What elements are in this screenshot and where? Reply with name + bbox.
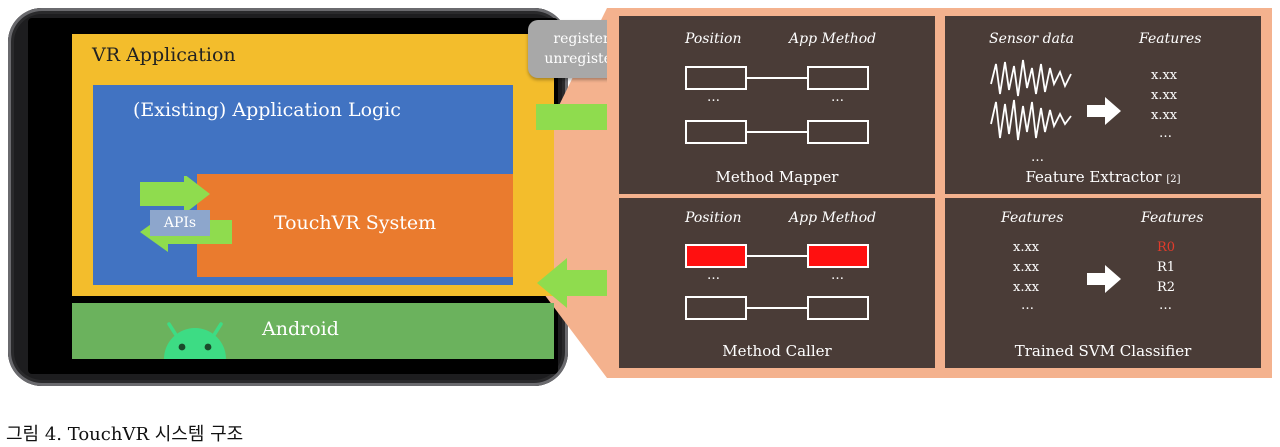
svm-input-features-header: Features — [1001, 210, 1064, 226]
android-label: Android — [262, 318, 339, 340]
position-slot — [685, 120, 747, 144]
feature-extractor-caption: Feature Extractor [2] — [945, 168, 1261, 186]
svm-input-value: x.xx — [1013, 280, 1040, 295]
sensor-data-header: Sensor data — [989, 31, 1074, 47]
position-slot — [685, 296, 747, 320]
method-mapper-cell: Position App Method … … Method Mapper — [619, 16, 935, 194]
application-logic-label: (Existing) Application Logic — [133, 99, 401, 121]
vr-application-title: VR Application — [92, 44, 236, 66]
method-mapper-app-method-header: App Method — [789, 31, 877, 47]
touchvr-system-box: TouchVR System — [197, 174, 513, 277]
api-arrow-in-icon — [140, 176, 210, 214]
feature-value: x.xx — [1151, 108, 1178, 123]
apis-label: APIs — [150, 210, 210, 236]
app-method-slot — [807, 120, 869, 144]
method-mapper-caption: Method Mapper — [715, 168, 839, 186]
ellipsis: … — [831, 90, 845, 105]
feature-value: x.xx — [1151, 88, 1178, 103]
touchvr-system-label: TouchVR System — [273, 212, 437, 234]
active-position-slot — [685, 244, 747, 268]
svm-output-selected: R0 — [1157, 240, 1176, 255]
mapping-link — [747, 307, 807, 309]
android-logo-icon — [164, 322, 226, 359]
mapping-link — [747, 77, 807, 79]
touchvr-modules-panel: Position App Method … … Method Mapper Se… — [607, 8, 1272, 378]
svm-input-value: x.xx — [1013, 240, 1040, 255]
app-method-slot — [807, 66, 869, 90]
white-right-arrow-icon — [1087, 97, 1121, 125]
method-caller-cell: Position App Method … … Method Caller — [619, 198, 935, 368]
position-slot — [685, 66, 747, 90]
feature-extractor-reference: [2] — [1166, 174, 1181, 185]
figure-caption: 그림 4. TouchVR 시스템 구조 — [6, 424, 244, 445]
svm-output-value: R1 — [1157, 260, 1176, 275]
android-bar: Android — [72, 303, 554, 359]
register-label: register() — [553, 31, 621, 47]
ellipsis: … — [1031, 150, 1045, 165]
feature-value: … — [1159, 126, 1172, 141]
mapping-link — [747, 131, 807, 133]
white-right-arrow-icon — [1087, 265, 1121, 293]
method-caller-app-method-header: App Method — [789, 210, 877, 226]
app-method-slot — [807, 296, 869, 320]
svm-classifier-cell: Features Features x.xx x.xx x.xx … R0 R1… — [945, 198, 1261, 368]
svm-output-features-header: Features — [1141, 210, 1204, 226]
method-caller-position-header: Position — [685, 210, 742, 226]
feature-extractor-cell: Sensor data Features … x.xx x.xx x.xx … … — [945, 16, 1261, 194]
ellipsis: … — [831, 268, 845, 283]
mapping-link — [747, 255, 807, 257]
method-caller-caption: Method Caller — [722, 342, 832, 360]
svm-input-value: … — [1021, 298, 1034, 313]
ellipsis: … — [707, 268, 721, 283]
svm-output-value: R2 — [1157, 280, 1176, 295]
feature-value: x.xx — [1151, 68, 1178, 83]
svm-output-value: … — [1159, 298, 1172, 313]
svm-classifier-caption: Trained SVM Classifier — [1014, 342, 1192, 360]
active-app-method-slot — [807, 244, 869, 268]
ellipsis: … — [707, 90, 721, 105]
vr-application-box: VR Application (Existing) Application Lo… — [72, 34, 554, 296]
features-header: Features — [1139, 31, 1202, 47]
method-mapper-position-header: Position — [685, 31, 742, 47]
feature-extractor-caption-text: Feature Extractor — [1025, 168, 1162, 186]
sensor-waveform-icon — [990, 59, 1072, 141]
svm-input-value: x.xx — [1013, 260, 1040, 275]
